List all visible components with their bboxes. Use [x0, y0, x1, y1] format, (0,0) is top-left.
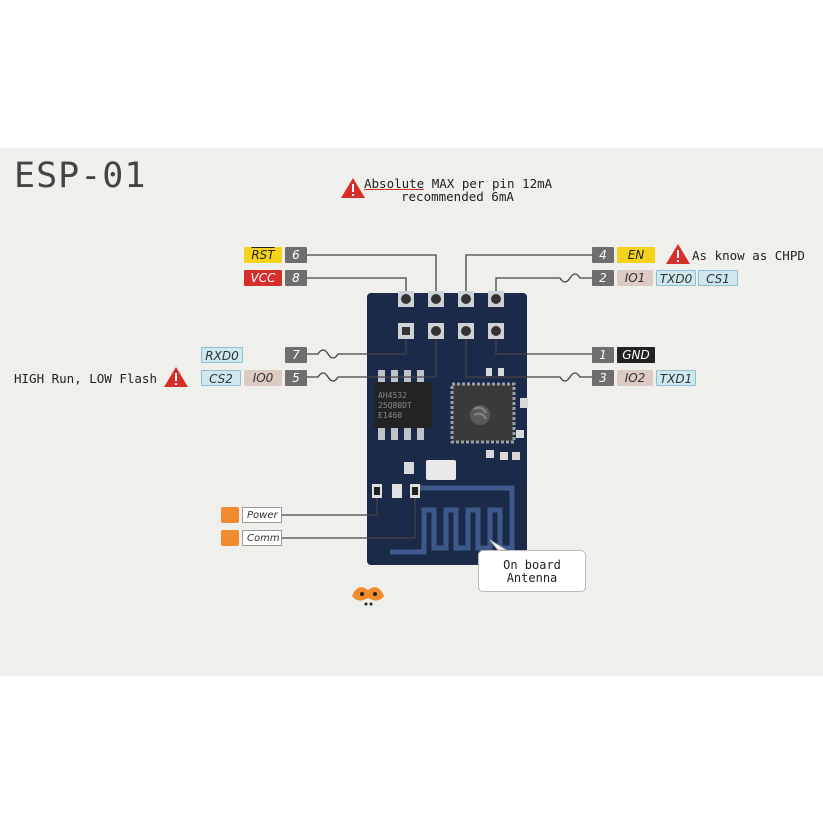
pin-number-7: 7: [285, 347, 307, 363]
pin-label-rxd0: RXD0: [201, 347, 243, 363]
led-icon-comm: [221, 530, 239, 546]
crystal: [426, 460, 456, 480]
led-icon-power: [221, 507, 239, 523]
pin-label-cs1: CS1: [698, 270, 738, 286]
antenna-callout: On board Antenna: [478, 550, 586, 592]
pin-header-bottom-row: [398, 323, 504, 339]
chip-marking-line1: AH4532: [378, 391, 407, 400]
led-label-comm: Comm: [242, 530, 282, 546]
pin-label-vcc: VCC: [244, 270, 282, 286]
warning-line1: Absolute MAX per pin 12mA: [364, 176, 552, 191]
pin-label-txd0: TXD0: [656, 270, 696, 286]
flash-chip-marking: AH4532 25Q80DT E1460: [378, 391, 412, 421]
page-title: ESP-01: [14, 156, 147, 196]
warning-icon-chpd: [666, 244, 690, 264]
warning-icon-flash: [164, 367, 188, 387]
pin-number-5: 5: [285, 370, 307, 386]
warning-icon: [341, 178, 365, 198]
pin-header-top-row: [398, 291, 504, 307]
pin-number-8: 8: [285, 270, 307, 286]
note-chpd: As know as CHPD: [692, 248, 805, 263]
pin-label-txd1: TXD1: [656, 370, 696, 386]
pin-number-1: 1: [592, 347, 614, 363]
pin-label-cs2: CS2: [201, 370, 241, 386]
pin-number-2: 2: [592, 270, 614, 286]
chip-marking-line3: E1460: [378, 411, 403, 420]
pin-number-6: 6: [285, 247, 307, 263]
antenna-line1: On board: [503, 558, 561, 572]
pin-number-4: 4: [592, 247, 614, 263]
pin-label-io2: IO2: [617, 370, 653, 386]
pin-label-io1: IO1: [617, 270, 653, 286]
pin-label-gnd: GND: [617, 347, 655, 363]
brand-logo: [352, 587, 384, 606]
pcb-board: [367, 293, 527, 565]
pin-label-rst: RST: [244, 247, 282, 263]
warning-line1-rest: MAX per pin 12mA: [424, 176, 553, 191]
chip-marking-line2: 25Q80DT: [378, 401, 412, 410]
esp8266-chip: [450, 382, 516, 444]
pin-label-en: EN: [617, 247, 655, 263]
led-label-power: Power: [242, 507, 282, 523]
antenna-trace: [390, 485, 515, 555]
note-high-run: HIGH Run, LOW Flash: [14, 371, 157, 386]
flash-chip: [374, 370, 432, 440]
warning-line2: recommended 6mA: [401, 189, 514, 204]
pin-label-io0: IO0: [244, 370, 282, 386]
warning-underlined-word: Absolute: [364, 176, 425, 191]
antenna-line2: Antenna: [506, 571, 558, 585]
pin-number-3: 3: [592, 370, 614, 386]
